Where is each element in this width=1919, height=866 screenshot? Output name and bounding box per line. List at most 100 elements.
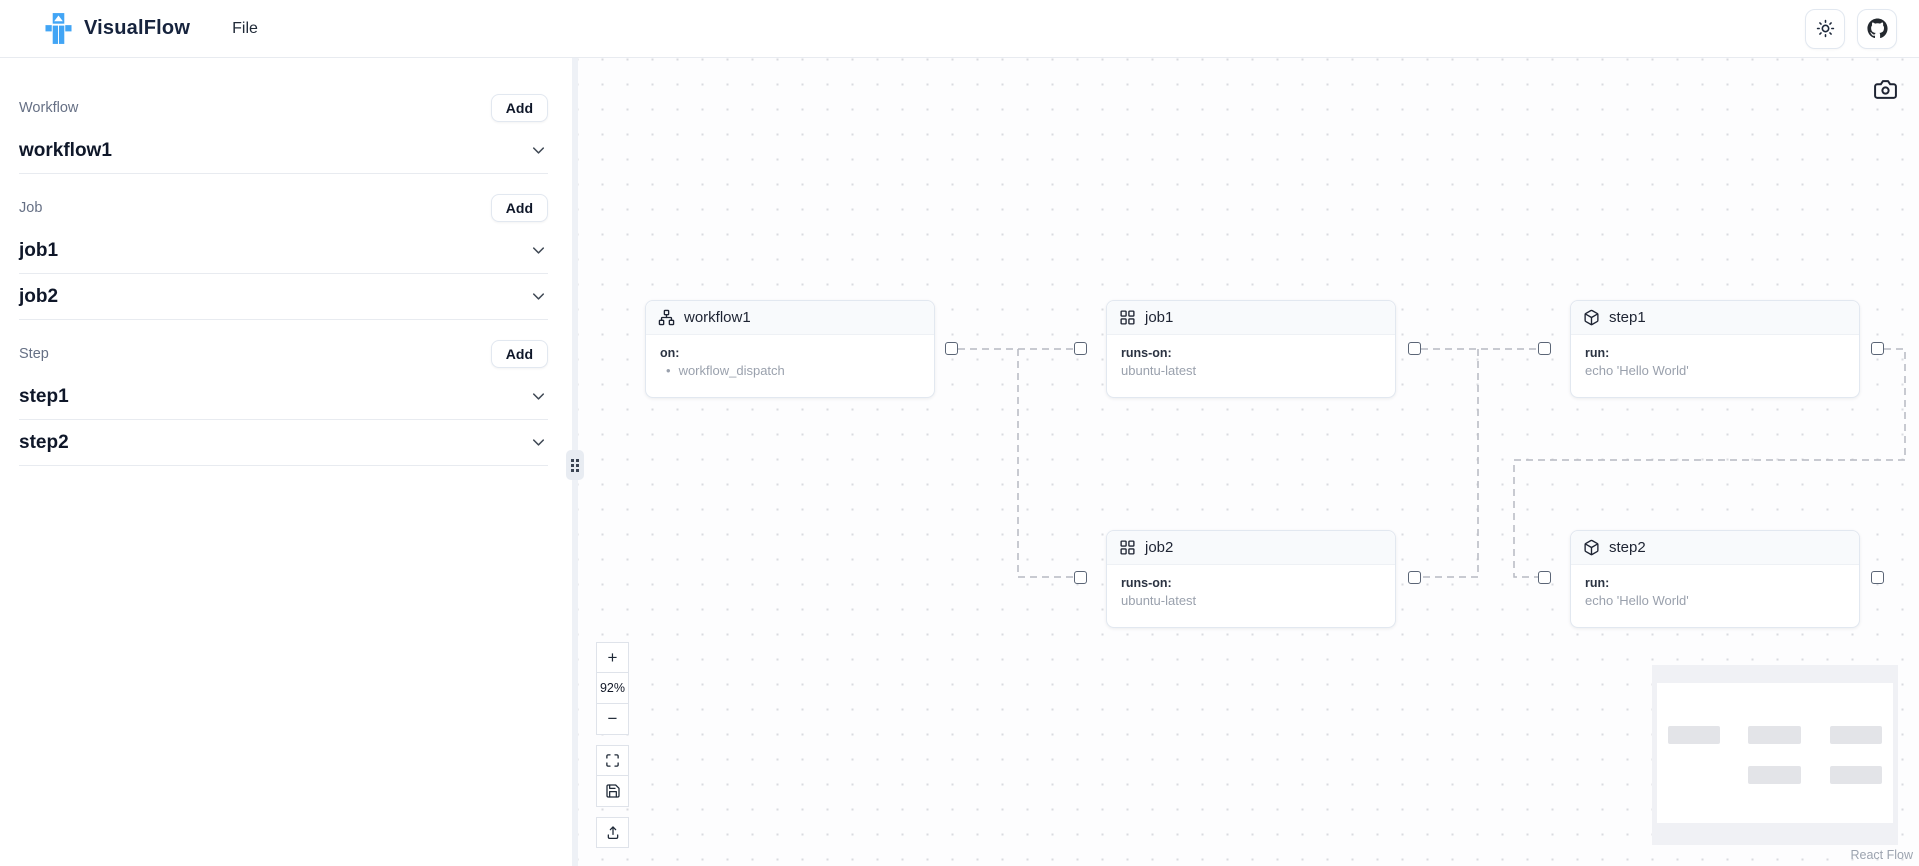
zoom-out-button[interactable]: − [596,704,629,735]
chevron-down-icon[interactable] [529,387,548,406]
step2-label: step2 [19,431,69,453]
box-icon [1583,309,1600,326]
bullet-glyph: • [666,363,671,378]
upload-icon [607,825,618,839]
minus-icon: − [607,709,618,728]
field-label: run: [1585,576,1610,590]
add-job-button[interactable]: Add [490,194,548,222]
plus-icon: + [607,647,618,667]
minimap-node-step1 [1830,726,1882,744]
node-step1-body: run: echo 'Hello World' [1571,335,1859,380]
node-job2[interactable]: job2 runs-on: ubuntu-latest [1106,530,1396,628]
workflow-section-header: Workflow Add [19,94,548,122]
node-workflow1-body: on: • workflow_dispatch [646,335,934,380]
camera-icon [1873,79,1897,99]
node-job2-body: runs-on: ubuntu-latest [1107,565,1395,610]
job-section-header: Job Add [19,194,548,222]
workflow-section-label: Workflow [19,100,79,116]
grid-icon [1119,309,1136,326]
minimap-viewport [1657,683,1893,823]
node-step2-body: run: echo 'Hello World' [1571,565,1859,610]
grip-dots-icon [571,458,579,472]
box-icon [1583,539,1600,556]
chevron-down-icon[interactable] [529,141,548,160]
resize-grip-handle[interactable] [566,450,584,480]
node-workflow1-header: workflow1 [646,301,934,335]
job1-label: job1 [19,239,59,261]
job-section-label: Job [19,200,43,216]
zoom-level-indicator: 92% [596,673,629,704]
field-label: run: [1585,346,1610,360]
network-icon [658,309,675,326]
theme-toggle-button[interactable] [1805,8,1845,49]
node-title: workflow1 [684,309,751,326]
sidebar-item-job2[interactable]: job2 [19,274,548,320]
sidebar: Workflow Add workflow1 Job Add job1 job2… [0,58,572,866]
node-step1[interactable]: step1 run: echo 'Hello World' [1570,300,1860,398]
node-step2[interactable]: step2 run: echo 'Hello World' [1570,530,1860,628]
target-handle-step1[interactable] [1538,342,1551,355]
source-handle-step2[interactable] [1871,571,1884,584]
zoom-in-button[interactable]: + [596,642,629,673]
zoom-level-value: 92% [599,681,626,695]
screenshot-button[interactable] [1868,72,1902,106]
minimap[interactable] [1652,665,1898,845]
node-title: step1 [1609,309,1646,326]
target-handle-job1[interactable] [1074,342,1087,355]
workflow1-label: workflow1 [19,139,112,161]
sidebar-item-step2[interactable]: step2 [19,420,548,466]
upload-button[interactable] [596,817,629,848]
save-button[interactable] [596,776,629,807]
minimap-node-job1 [1748,726,1801,744]
field-value: echo 'Hello World' [1585,593,1689,608]
node-job1-body: runs-on: ubuntu-latest [1107,335,1395,380]
sidebar-item-job1[interactable]: job1 [19,228,548,274]
save-icon [605,784,620,798]
job2-label: job2 [19,285,59,307]
chevron-down-icon[interactable] [529,287,548,306]
node-title: job2 [1145,539,1174,556]
canvas-controls: + 92% − [596,642,629,848]
sun-icon [1816,19,1834,38]
field-value: ubuntu-latest [1121,363,1197,378]
node-step1-header: step1 [1571,301,1859,335]
app-logo-icon [45,13,72,44]
field-label: runs-on: [1121,576,1172,590]
github-link-button[interactable] [1857,8,1897,49]
add-workflow-button[interactable]: Add [490,94,548,122]
sidebar-resize-divider[interactable] [566,58,584,866]
sidebar-item-workflow1[interactable]: workflow1 [19,128,548,174]
source-handle-job1[interactable] [1408,342,1421,355]
step-section-label: Step [19,346,49,362]
node-job1[interactable]: job1 runs-on: ubuntu-latest [1106,300,1396,398]
source-handle-workflow1[interactable] [945,342,958,355]
chevron-down-icon[interactable] [529,241,548,260]
target-handle-step2[interactable] [1538,571,1551,584]
github-icon [1866,18,1888,39]
field-value: echo 'Hello World' [1585,363,1689,378]
chevron-down-icon[interactable] [529,433,548,452]
node-title: job1 [1145,309,1174,326]
source-handle-step1[interactable] [1871,342,1884,355]
target-handle-job2[interactable] [1074,571,1087,584]
minimap-node-job2 [1748,766,1801,784]
step1-label: step1 [19,385,69,407]
grid-icon [1119,539,1136,556]
minimap-node-workflow1 [1668,726,1720,744]
fit-view-button[interactable] [596,745,629,776]
sidebar-item-step1[interactable]: step1 [19,374,548,420]
app-header: VisualFlow File [0,0,1919,58]
brand: VisualFlow [45,13,190,44]
field-value: ubuntu-latest [1121,593,1197,608]
source-handle-job2[interactable] [1408,571,1421,584]
minimap-node-step2 [1830,766,1882,784]
react-flow-attribution[interactable]: React Flow [1850,848,1913,862]
field-value: workflow_dispatch [678,363,785,378]
add-step-button[interactable]: Add [490,340,548,368]
file-menu[interactable]: File [232,19,258,37]
fit-view-icon [606,754,619,767]
app-title: VisualFlow [84,17,191,39]
node-job1-header: job1 [1107,301,1395,335]
field-label: on: [660,346,680,360]
node-workflow1[interactable]: workflow1 on: • workflow_dispatch [645,300,935,398]
